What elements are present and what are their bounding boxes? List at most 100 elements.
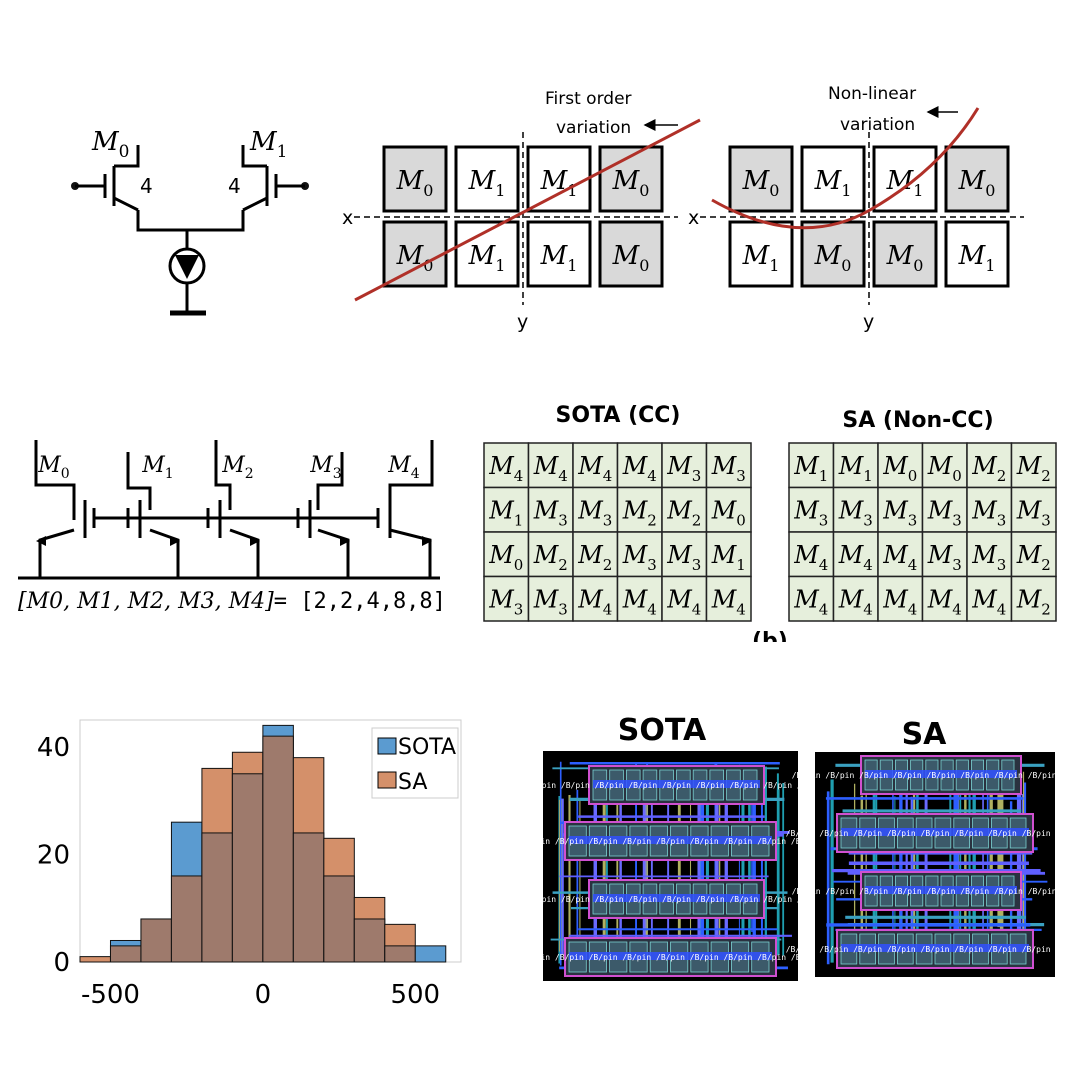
first-order-cell — [382, 145, 448, 213]
mirror-label-4: M4 — [387, 453, 420, 482]
sa-layout-title: SA — [902, 717, 948, 752]
grid-cell — [877, 531, 924, 578]
legend-sa-swatch — [377, 771, 397, 789]
layout-cell-text: /B/pin /B/pin /B/pin /B/pin /B/pin /B/pi… — [786, 945, 1080, 954]
grid-cell — [966, 486, 1013, 533]
diff-pair-schematic — [71, 145, 309, 316]
non-linear-cell-label: M0 — [958, 166, 996, 200]
diff-pair-right-label: M1 — [249, 127, 287, 162]
grid-cell-label: M0 — [711, 497, 746, 530]
grid-cell-label: M4 — [622, 452, 657, 485]
grid-cell-label: M4 — [577, 586, 612, 619]
non-linear-label-line1: Non-linear — [828, 84, 916, 104]
grid-cell-label: M2 — [1016, 586, 1051, 619]
grid-cell-label: M4 — [533, 452, 568, 485]
non-linear-label-line2: variation — [840, 115, 915, 135]
grid-cell-label: M4 — [622, 586, 657, 619]
x-tick-label: -500 — [81, 980, 140, 1010]
histogram-bar — [414, 945, 447, 963]
grid-cell-label: M4 — [882, 541, 917, 574]
non-linear-cell — [728, 145, 794, 213]
grid-cell-label: M4 — [882, 586, 917, 619]
sa-nonCC-title: SA (Non-CC) — [842, 408, 993, 433]
first-order-cell-label: M0 — [612, 241, 650, 275]
grid-cell-label: M2 — [666, 497, 701, 530]
mirror-label-3: M3 — [309, 453, 341, 482]
first-order-x-label: x — [342, 207, 353, 229]
grid-cell — [616, 575, 663, 622]
current-mirror-arrows — [36, 536, 432, 546]
layout-metal — [841, 944, 1029, 952]
first-order-cell-label: M1 — [540, 241, 578, 275]
mirror-label-1: M1 — [141, 453, 173, 482]
layout-metal — [593, 780, 760, 788]
layout-cell-text: /B/pin /B/pin /B/pin /B/pin /B/pin /B/pi… — [521, 837, 820, 846]
grid-cell-label: M4 — [971, 586, 1006, 619]
histogram-overlap-bar — [323, 875, 355, 963]
first-order-cell — [598, 220, 664, 288]
y-tick-label: 0 — [53, 948, 70, 978]
first-order-cell-label: M0 — [396, 166, 434, 200]
histogram-overlap-bar — [170, 875, 203, 963]
grid-cell-label: M3 — [971, 497, 1006, 530]
grid-cell — [527, 442, 574, 489]
non-linear-cell-label: M0 — [742, 166, 780, 200]
grid-cell — [616, 531, 663, 578]
grid-cell — [661, 486, 708, 533]
layout-metal — [593, 894, 760, 902]
grid-cell-label: M3 — [622, 541, 657, 574]
grid-cell-label: M1 — [838, 452, 873, 485]
non-linear-cell-label: M1 — [958, 241, 996, 275]
non-linear-cell — [944, 145, 1010, 213]
first-order-label-line2: variation — [556, 118, 631, 138]
grid-cell-label: M1 — [711, 541, 746, 574]
grid-cell-label: M4 — [838, 541, 873, 574]
grid-cell-label: M3 — [488, 586, 523, 619]
layout-cell-text: /B/pin /B/pin /B/pin /B/pin /B/pin /B/pi… — [792, 887, 1080, 896]
non-linear-cell — [728, 220, 794, 288]
grid-cell-label: M4 — [666, 586, 701, 619]
grid-cell-label: M4 — [838, 586, 873, 619]
first-order-label-line1: First order — [545, 89, 632, 109]
grid-cell-label: M2 — [577, 541, 612, 574]
grid-cell-label: M3 — [533, 586, 568, 619]
diff-pair-left-multiplier: 4 — [140, 174, 153, 198]
layout-metal — [569, 836, 772, 844]
grid-cell-label: M3 — [711, 452, 746, 485]
grid-cell — [877, 575, 924, 622]
mirror-label-0: M0 — [37, 453, 69, 482]
layout-cell-text: /B/pin /B/pin /B/pin /B/pin /B/pin /B/pi… — [786, 829, 1080, 838]
legend-sota-swatch — [377, 737, 397, 755]
layout-cell-text: /B/pin /B/pin /B/pin /B/pin /B/pin /B/pi… — [527, 781, 826, 790]
non-linear-variation-curve — [711, 107, 980, 230]
grid-cell — [483, 531, 530, 578]
grid-cell-label: M4 — [927, 586, 962, 619]
first-order-cell-label: M1 — [468, 166, 506, 200]
grid-cell-label: M3 — [533, 497, 568, 530]
non-linear-cell-label: M0 — [886, 241, 924, 275]
grid-cell — [788, 486, 835, 533]
grid-cell — [832, 575, 879, 622]
grid-cell — [1010, 442, 1057, 489]
grid-cell — [1010, 486, 1057, 533]
first-order-cell-label: M1 — [468, 241, 506, 275]
diff-pair-left-label: M0 — [91, 127, 129, 162]
grid-cell — [788, 575, 835, 622]
grid-cell — [705, 486, 752, 533]
layout-metal — [865, 886, 1017, 894]
non-linear-y-label: y — [863, 311, 874, 333]
grid-cell — [966, 575, 1013, 622]
grid-cell-label: M3 — [1016, 497, 1051, 530]
grid-cell-label: M0 — [882, 452, 917, 485]
non-linear-cell-label: M1 — [742, 241, 780, 275]
histogram-overlap-bar — [231, 773, 264, 963]
histogram-legend: SOTA SA — [371, 727, 459, 799]
sa-layout-view: /B/pin /B/pin /B/pin /B/pin /B/pin /B/pi… — [786, 752, 1080, 977]
caption-mask — [740, 628, 800, 642]
grid-cell — [1010, 531, 1057, 578]
grid-cell-label: M2 — [1016, 541, 1051, 574]
grid-cell-label: M4 — [793, 541, 828, 574]
grid-cell-label: M2 — [1016, 452, 1051, 485]
